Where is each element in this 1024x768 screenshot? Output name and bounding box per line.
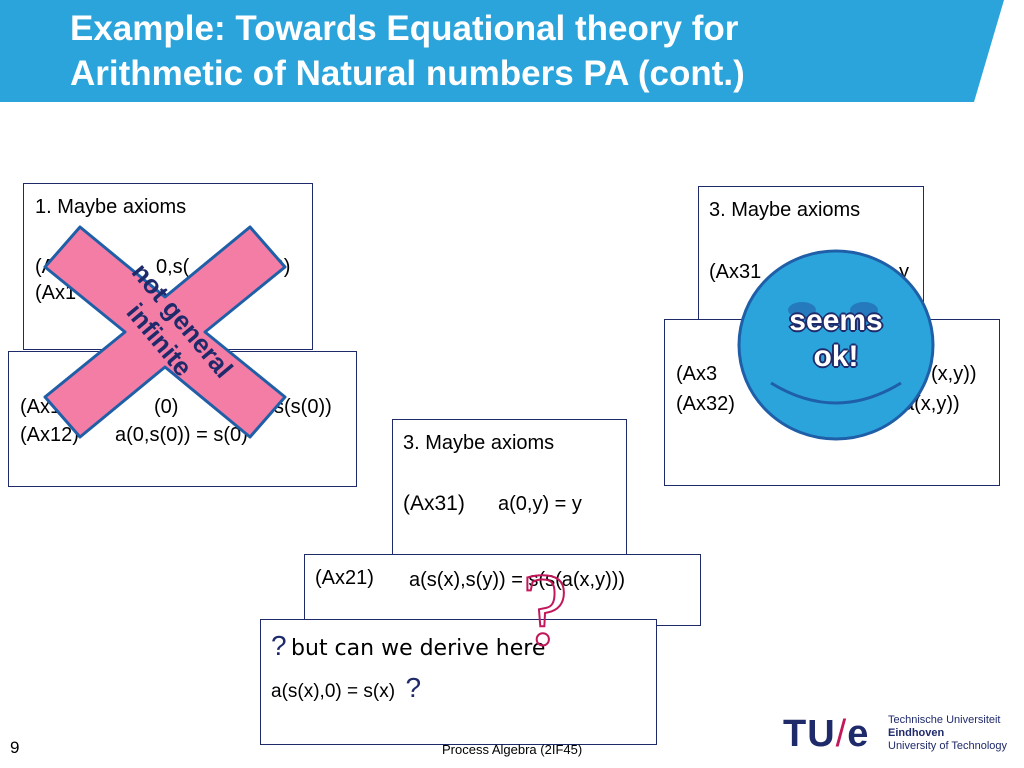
derive-question-mark-2: ? bbox=[405, 672, 422, 703]
tue-logo-line-2-bold: Eindhoven bbox=[888, 727, 945, 739]
maybe-axioms-box-middle: 3. Maybe axioms (Ax31) a(0,y) = y bbox=[392, 419, 627, 555]
box3-top-heading: 3. Maybe axioms bbox=[709, 199, 861, 221]
title-bar-shape bbox=[0, 0, 1004, 102]
tue-logo-tu: TU bbox=[783, 713, 836, 755]
box1-heading: 1. Maybe axioms bbox=[35, 196, 187, 218]
footer-course: Process Algebra (2IF45) bbox=[442, 742, 583, 757]
tue-logo: TU/e Technische Universiteit Eindhoven U… bbox=[783, 712, 1013, 756]
box-middle-line-1-expr: a(0,y) = y bbox=[498, 493, 582, 515]
box3-lower-line-1-label: (Ax3 bbox=[676, 363, 718, 385]
derive-question-box: ? but can we derive here a(s(x),0) = s(x… bbox=[260, 619, 657, 745]
axiom-ax21-box: (Ax21) a(s(x),s(y)) = s(s(a(x,y))) bbox=[304, 554, 701, 626]
box3-lower-line-2-label: (Ax32) bbox=[676, 393, 735, 415]
ax21-label: (Ax21) bbox=[315, 567, 374, 589]
box2-line-2-label: (Ax12) bbox=[20, 424, 79, 446]
title-bar: Example: Towards Equational theory for A… bbox=[0, 0, 1024, 102]
tue-logo-line-2: Eindhoven bbox=[888, 727, 1007, 740]
slide-title: Example: Towards Equational theory for A… bbox=[70, 6, 970, 96]
ax21-expr: a(s(x),s(y)) = s(s(a(x,y))) bbox=[409, 569, 626, 591]
tue-logo-line-1: Technische Universiteit bbox=[888, 714, 1001, 726]
big-question-mark-icon: ? bbox=[521, 552, 569, 667]
tue-logo-e: e bbox=[847, 713, 870, 755]
box3-top-line-1-label: (Ax31 bbox=[709, 261, 762, 283]
slide-title-line-1: Example: Towards Equational theory for bbox=[70, 9, 739, 48]
box3-top-line-1-end: y bbox=[899, 261, 909, 283]
box1-line-2-label: (Ax1 bbox=[35, 282, 77, 304]
derive-question-line: ? but can we derive here bbox=[271, 630, 545, 662]
box-middle-heading: 3. Maybe axioms bbox=[403, 432, 555, 454]
box2-line-1-end: s(s(0)) bbox=[274, 396, 332, 418]
slide-title-line-2: Arithmetic of Natural numbers PA (cont.) bbox=[70, 54, 745, 93]
smiley-face-icon bbox=[737, 249, 935, 441]
rejection-cross-icon bbox=[43, 225, 287, 439]
box2-line-2-expr: a(0,s(0)) = s(0) bbox=[115, 424, 248, 446]
smiley-label: seems ok! bbox=[736, 303, 936, 375]
tue-logo-slash: / bbox=[835, 713, 848, 755]
derive-expr-line: a(s(x),0) = s(x) ? bbox=[271, 672, 421, 704]
box-middle-line-1-label: (Ax31) bbox=[403, 492, 465, 515]
tue-logo-mark: TU/e bbox=[783, 714, 869, 754]
box1-line-1-tail: 0,s( bbox=[156, 256, 190, 278]
derive-question-text: but can we derive here bbox=[291, 636, 546, 661]
box3-lower-line-1-end: (x,y)) bbox=[931, 363, 977, 385]
box2-line-1-mid: (0) bbox=[154, 396, 179, 418]
smiley-label-line-2: ok! bbox=[813, 340, 859, 373]
slide-number: 9 bbox=[10, 738, 20, 757]
derive-expr: a(s(x),0) = s(x) bbox=[271, 681, 396, 702]
tue-logo-line-3: University of Technology bbox=[888, 740, 1008, 752]
smiley-label-line-1: seems bbox=[789, 304, 883, 337]
derive-question-mark-1: ? bbox=[271, 630, 287, 661]
tue-logo-text: Technische Universiteit Eindhoven Univer… bbox=[888, 714, 1007, 753]
